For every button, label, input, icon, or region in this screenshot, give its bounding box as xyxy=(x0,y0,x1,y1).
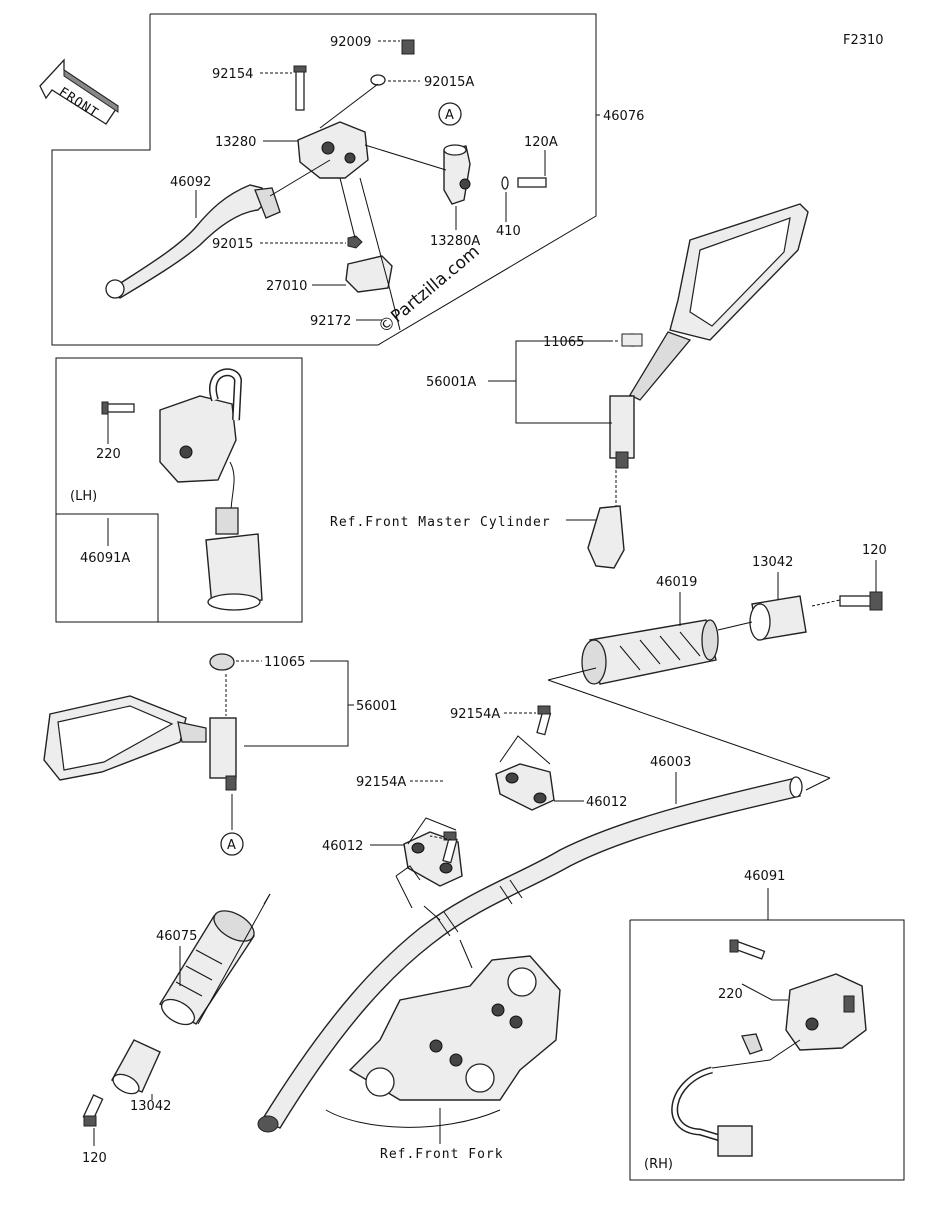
left-grip-assembly xyxy=(82,893,271,1127)
figure-code: F2310 xyxy=(843,33,884,48)
callout-13042-top: 13042 xyxy=(752,555,793,570)
callout-46003: 46003 xyxy=(650,755,691,770)
lh-switch xyxy=(101,368,263,611)
circle-a-bot: A xyxy=(227,838,236,853)
callout-92154A-2: 92154A xyxy=(356,775,406,790)
callout-11065-left: 11065 xyxy=(264,655,305,670)
lever-assembly: A xyxy=(105,39,547,331)
callout-46019: 46019 xyxy=(656,575,697,590)
circle-a-top: A xyxy=(445,108,454,123)
master-cylinder-ref xyxy=(587,470,625,569)
callout-13042-bot: 13042 xyxy=(130,1099,171,1114)
front-arrow-icon: FRONT xyxy=(39,58,119,125)
callout-27010: 27010 xyxy=(266,279,307,294)
rh-label: (RH) xyxy=(644,1157,673,1172)
handlebar xyxy=(257,776,803,1133)
mirror-left xyxy=(43,653,237,791)
callout-92015A: 92015A xyxy=(424,75,474,90)
callout-92154A-1: 92154A xyxy=(450,707,500,722)
callout-120-top: 120 xyxy=(862,543,887,558)
callout-11065-top: 11065 xyxy=(543,335,584,350)
callout-120A: 120A xyxy=(524,135,558,150)
callout-46075: 46075 xyxy=(156,929,197,944)
callout-120-bot: 120 xyxy=(82,1151,107,1166)
callout-13280A: 13280A xyxy=(430,234,480,249)
group-boundary-46076 xyxy=(51,13,597,346)
callout-92015: 92015 xyxy=(212,237,253,252)
ref-front-fork: Ref.Front Fork xyxy=(380,1147,504,1162)
watermark: ©Partzilla.com xyxy=(374,242,483,338)
callout-92172: 92172 xyxy=(310,314,351,329)
callout-46012-2: 46012 xyxy=(322,839,363,854)
ref-front-master-cylinder: Ref.Front Master Cylinder xyxy=(330,515,551,530)
callout-46076: 46076 xyxy=(603,109,644,124)
rh-switch-box xyxy=(629,919,905,1181)
callout-46091A: 46091A xyxy=(80,551,130,566)
handlebar-clamps xyxy=(403,705,555,887)
callout-220-lh: 220 xyxy=(96,447,121,462)
rh-switch xyxy=(671,939,867,1157)
callout-56001A: 56001A xyxy=(426,375,476,390)
right-grip-assembly xyxy=(581,591,883,685)
callout-92154: 92154 xyxy=(212,67,253,82)
mirror-right xyxy=(609,203,809,469)
callout-410: 410 xyxy=(496,224,521,239)
lh-label: (LH) xyxy=(70,489,97,504)
front-fork-bracket xyxy=(325,939,561,1128)
callout-46091: 46091 xyxy=(744,869,785,884)
callout-46092: 46092 xyxy=(170,175,211,190)
callout-13280: 13280 xyxy=(215,135,256,150)
callout-220-rh: 220 xyxy=(718,987,743,1002)
callout-56001: 56001 xyxy=(356,699,397,714)
callout-92009: 92009 xyxy=(330,35,371,50)
callout-46012-1: 46012 xyxy=(586,795,627,810)
